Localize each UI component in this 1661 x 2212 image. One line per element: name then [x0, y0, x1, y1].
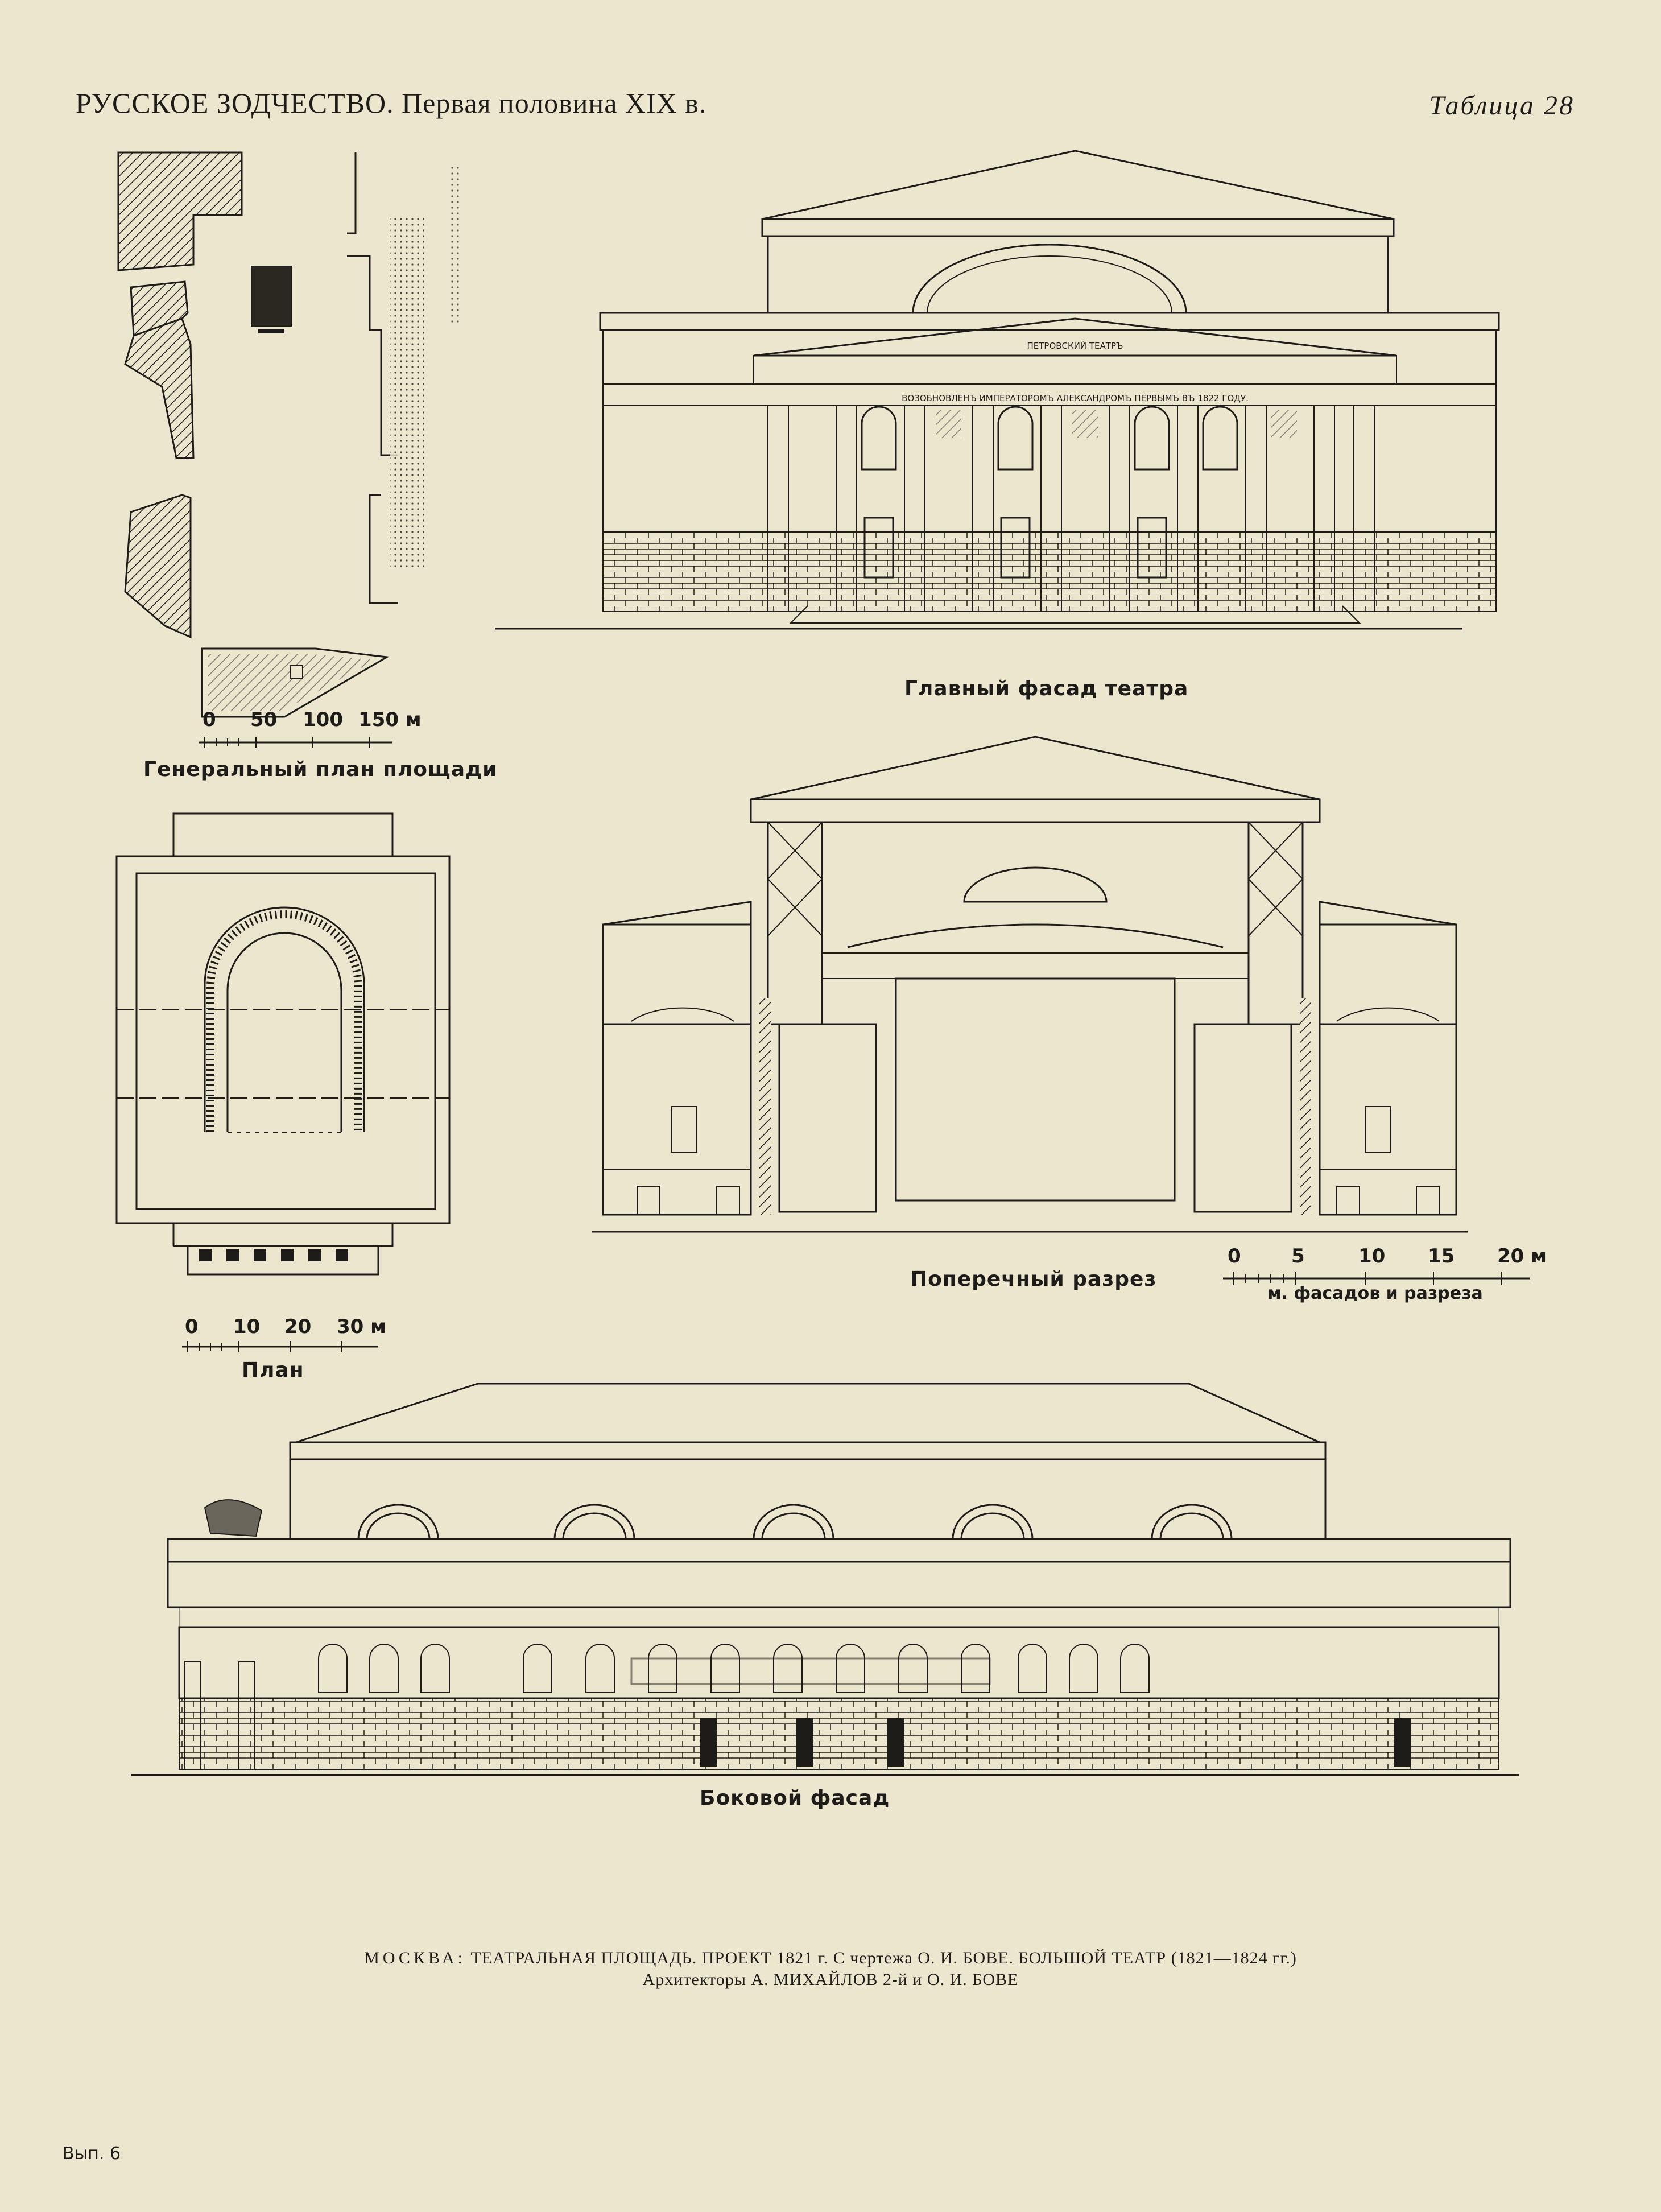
main-facade-inscription-top: ПЕТРОВСКИЙ ТЕАТРЪ — [1027, 340, 1123, 351]
main-facade-inscription-frieze: ВОЗОБНОВЛЕНЪ ИМПЕРАТОРОМЪ АЛЕКСАНДРОМЪ П… — [902, 393, 1249, 403]
main-facade-caption: Главный фасад театра — [904, 677, 1189, 700]
floor-plan-scale-20: 20 — [284, 1315, 312, 1338]
main-facade-drawing: ПЕТРОВСКИЙ ТЕАТРЪ ВОЗОБНОВЛЕНЪ ИМПЕРАТОР… — [495, 150, 1500, 630]
section-scale-10: 10 — [1358, 1245, 1386, 1268]
floor-plan-caption: План — [242, 1359, 304, 1382]
site-plan-scale-50: 50 — [250, 708, 278, 731]
section-scale-15: 15 — [1428, 1245, 1455, 1268]
side-facade-caption: Боковой фасад — [700, 1786, 890, 1810]
floor-plan-scale-bar — [182, 1341, 378, 1352]
section-scale-label: м. фасадов и разреза — [1267, 1284, 1483, 1303]
site-plan-scale-150: 150 м — [358, 708, 422, 731]
footer-caption-line2: Архитекторы А. МИХАЙЛОВ 2-й и О. И. БОВЕ — [642, 1970, 1019, 1989]
footer-line1-text: ТЕАТРАЛЬНАЯ ПЛОЩАДЬ. ПРОЕКТ 1821 г. С че… — [470, 1949, 1297, 1967]
floor-plan-drawing — [115, 812, 451, 1276]
cross-section-caption: Поперечный разрез — [910, 1268, 1157, 1291]
plate-number: Таблица 28 — [1429, 90, 1575, 121]
cross-section-drawing — [592, 736, 1468, 1233]
floor-plan-scale-10: 10 — [233, 1315, 261, 1338]
site-plan-caption: Генеральный план площади — [143, 758, 498, 781]
section-scale-bar — [1223, 1272, 1530, 1285]
floor-plan-scale-30: 30 м — [337, 1315, 386, 1338]
section-scale-20: 20 м — [1497, 1245, 1547, 1268]
footer-city: МОСКВА: — [364, 1949, 466, 1967]
issue-number: Вып. 6 — [63, 2144, 121, 2164]
section-scale-0: 0 — [1228, 1245, 1241, 1268]
site-plan-scale-0: 0 — [203, 708, 216, 731]
footer-caption-line1: МОСКВА: ТЕАТРАЛЬНАЯ ПЛОЩАДЬ. ПРОЕКТ 1821… — [0, 1949, 1661, 1968]
running-title: РУССКОЕ ЗОДЧЕСТВО. Первая половина XIX в… — [76, 87, 707, 119]
floor-plan-scale-0: 0 — [185, 1315, 199, 1338]
site-plan-scale-bar — [199, 737, 392, 748]
site-plan-drawing — [117, 151, 461, 718]
side-facade-drawing — [131, 1383, 1519, 1776]
section-scale-5: 5 — [1291, 1245, 1305, 1268]
site-plan-scale-100: 100 — [303, 708, 343, 731]
